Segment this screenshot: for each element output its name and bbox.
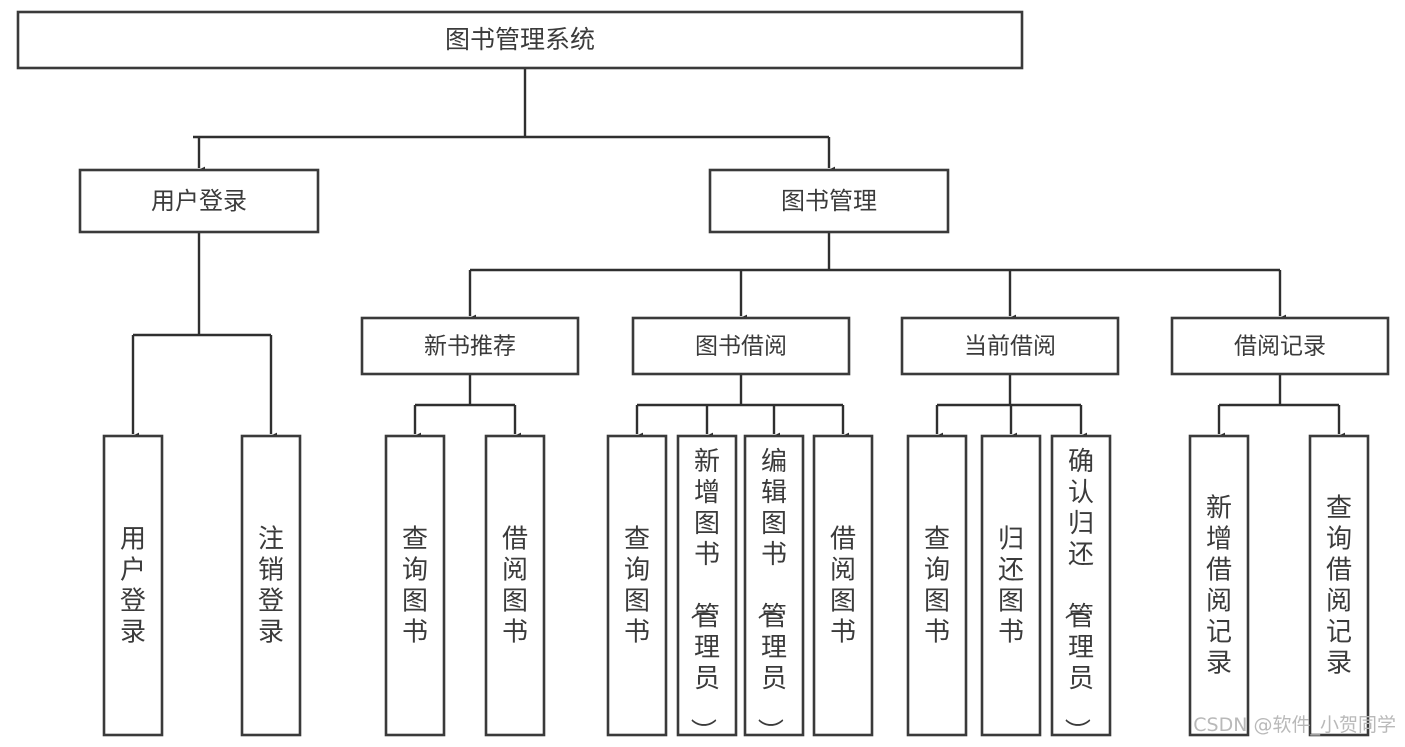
node-label-user-login: 用户登录 bbox=[151, 187, 247, 215]
connector-layer bbox=[126, 68, 1346, 445]
node-borrow-record[interactable]: 借阅记录 bbox=[1170, 316, 1390, 376]
leaf-box-leaf-query-book-borrow bbox=[606, 434, 668, 737]
leaf-label-leaf-query-book-current: 查询图书 bbox=[924, 525, 950, 648]
node-label-book-manage: 图书管理 bbox=[781, 187, 877, 215]
leaf-leaf-edit-book[interactable]: 编辑图书（管理员） bbox=[743, 434, 805, 744]
leaf-leaf-borrow-book[interactable]: 借阅图书 bbox=[812, 434, 874, 737]
leaf-leaf-add-record[interactable]: 新增借阅记录 bbox=[1188, 434, 1250, 737]
leaf-leaf-query-book-rec[interactable]: 查询图书 bbox=[384, 434, 446, 737]
node-box-book-borrow bbox=[631, 316, 851, 376]
node-label-borrow-record: 借阅记录 bbox=[1234, 334, 1326, 360]
node-box-borrow-record bbox=[1170, 316, 1390, 376]
node-label-new-book-rec: 新书推荐 bbox=[424, 334, 516, 360]
node-box-book-manage bbox=[708, 168, 950, 234]
node-new-book-rec[interactable]: 新书推荐 bbox=[360, 316, 580, 376]
node-label-root: 图书管理系统 bbox=[445, 25, 595, 54]
leaf-box-leaf-query-record bbox=[1308, 434, 1370, 737]
node-box-new-book-rec bbox=[360, 316, 580, 376]
leaf-label-leaf-query-record: 查询借阅记录 bbox=[1326, 494, 1352, 679]
leaf-box-leaf-borrow-book bbox=[812, 434, 874, 737]
node-box-user-login bbox=[78, 168, 320, 234]
leaf-leaf-query-record[interactable]: 查询借阅记录 bbox=[1308, 434, 1370, 737]
leaf-label-leaf-add-record: 新增借阅记录 bbox=[1206, 494, 1232, 679]
leaf-leaf-borrow-book-rec[interactable]: 借阅图书 bbox=[484, 434, 546, 737]
leaf-label-leaf-add-book: 新增图书（管理员） bbox=[687, 447, 720, 744]
node-book-borrow[interactable]: 图书借阅 bbox=[631, 316, 851, 376]
leaf-box-leaf-confirm-return bbox=[1050, 434, 1112, 737]
leaf-box-leaf-query-book-current bbox=[906, 434, 968, 737]
leaf-leaf-query-book-borrow[interactable]: 查询图书 bbox=[606, 434, 668, 737]
csdn-watermark: CSDN @软件_小贺同学 bbox=[1193, 714, 1396, 736]
leaf-leaf-confirm-return[interactable]: 确认归还（管理员） bbox=[1050, 434, 1112, 744]
node-label-book-borrow: 图书借阅 bbox=[695, 334, 787, 360]
leaf-box-leaf-edit-book bbox=[743, 434, 805, 737]
leaf-label-leaf-query-book-borrow: 查询图书 bbox=[624, 525, 650, 648]
leaf-box-leaf-return-book bbox=[980, 434, 1042, 737]
node-root[interactable]: 图书管理系统 bbox=[16, 10, 1024, 70]
leaf-label-leaf-user-login: 用户登录 bbox=[120, 525, 146, 648]
leaf-leaf-add-book[interactable]: 新增图书（管理员） bbox=[676, 434, 738, 744]
leaf-label-leaf-confirm-return: 确认归还（管理员） bbox=[1061, 447, 1094, 744]
leaf-label-leaf-borrow-book: 借阅图书 bbox=[830, 525, 856, 648]
node-label-current-borrow: 当前借阅 bbox=[964, 334, 1056, 360]
leaf-box-leaf-add-record bbox=[1188, 434, 1250, 737]
leaf-label-leaf-borrow-book-rec: 借阅图书 bbox=[502, 525, 528, 648]
leaf-label-leaf-edit-book: 编辑图书（管理员） bbox=[754, 447, 787, 744]
node-current-borrow[interactable]: 当前借阅 bbox=[900, 316, 1120, 376]
node-box-root bbox=[16, 10, 1024, 70]
leaf-leaf-query-book-current[interactable]: 查询图书 bbox=[906, 434, 968, 737]
leaf-box-leaf-add-book bbox=[676, 434, 738, 737]
node-book-manage[interactable]: 图书管理 bbox=[708, 168, 950, 234]
leaf-box-leaf-query-book-rec bbox=[384, 434, 446, 737]
leaf-leaf-user-login[interactable]: 用户登录 bbox=[102, 434, 164, 737]
node-layer: 图书管理系统用户登录图书管理新书推荐图书借阅当前借阅借阅记录用户登录注销登录查询… bbox=[16, 10, 1390, 744]
leaf-label-leaf-logout: 注销登录 bbox=[258, 525, 284, 648]
leaf-box-leaf-logout bbox=[240, 434, 302, 737]
leaf-leaf-return-book[interactable]: 归还图书 bbox=[980, 434, 1042, 737]
leaf-label-leaf-return-book: 归还图书 bbox=[998, 525, 1024, 648]
leaf-leaf-logout[interactable]: 注销登录 bbox=[240, 434, 302, 737]
node-box-current-borrow bbox=[900, 316, 1120, 376]
leaf-box-leaf-user-login bbox=[102, 434, 164, 737]
leaf-box-leaf-borrow-book-rec bbox=[484, 434, 546, 737]
node-user-login[interactable]: 用户登录 bbox=[78, 168, 320, 234]
leaf-label-leaf-query-book-rec: 查询图书 bbox=[402, 525, 428, 648]
